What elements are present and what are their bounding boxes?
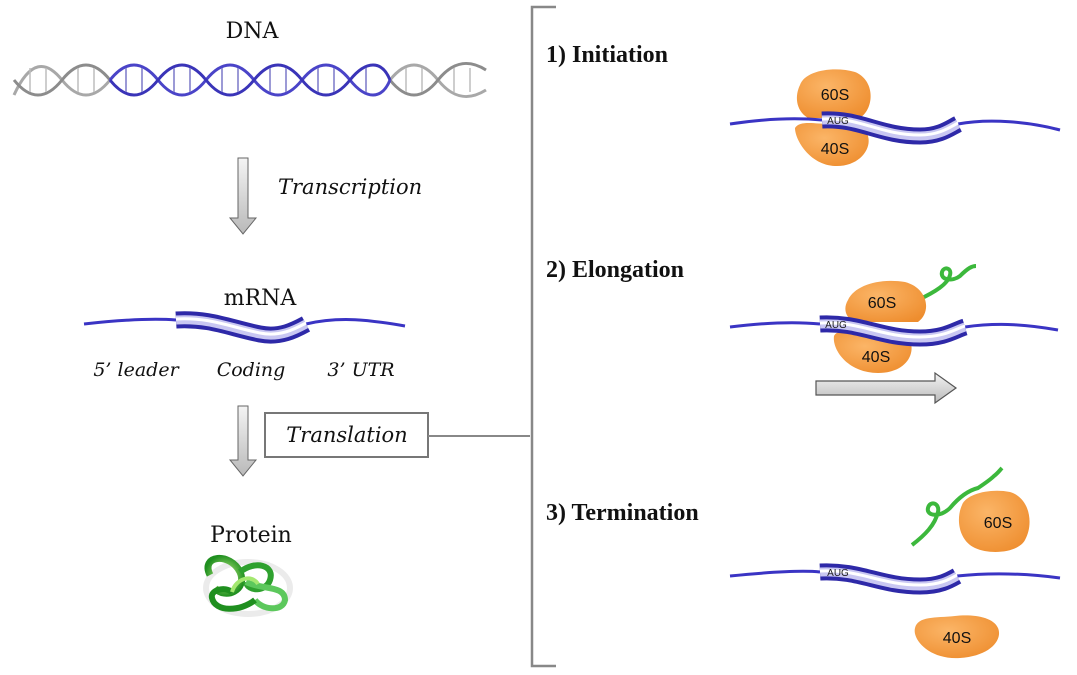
released-peptide	[910, 466, 1004, 547]
direction-arrow-icon	[815, 371, 958, 405]
ribosome-40s-shape	[914, 615, 1000, 659]
ribosome-60s-shape	[958, 490, 1030, 552]
translation-box	[264, 412, 429, 458]
transcription-arrow-icon	[228, 157, 258, 235]
ribosome-40s-shape	[795, 123, 869, 167]
elongation-60s-label: 60S	[868, 295, 896, 312]
protein-label: Protein	[210, 523, 292, 548]
dna-helix-icon	[12, 61, 487, 99]
initiation-codon-label: AUG	[827, 116, 849, 127]
initiation-60s-label: 60S	[821, 87, 849, 104]
elongation-title: 2) Elongation	[546, 257, 684, 283]
steps-bracket	[530, 5, 556, 668]
termination-codon-label: AUG	[827, 568, 849, 579]
initiation-complex	[729, 69, 1061, 167]
mrna-strand	[83, 311, 406, 344]
nascent-peptide	[917, 264, 977, 302]
coding-label: Coding	[217, 359, 286, 381]
termination-40s-label: 40S	[943, 630, 971, 647]
termination-title: 3) Termination	[546, 500, 699, 526]
translation-arrow-icon	[228, 405, 258, 477]
initiation-title: 1) Initiation	[546, 42, 668, 68]
elongation-40s-label: 40S	[862, 349, 890, 366]
elongation-complex	[729, 264, 1059, 405]
termination-60s-label: 60S	[984, 515, 1012, 532]
ribosome-60s-shape	[845, 280, 927, 322]
mrna-label: mRNA	[224, 286, 298, 311]
translation-label: Translation	[286, 423, 407, 447]
protein-ribbon-icon	[203, 554, 293, 617]
dna-label: DNA	[226, 19, 280, 44]
elongation-codon-label: AUG	[825, 320, 847, 331]
initiation-40s-label: 40S	[821, 141, 849, 158]
termination-complex	[729, 466, 1061, 659]
ribosome-60s-shape	[796, 69, 871, 118]
transcription-label: Transcription	[278, 175, 422, 199]
leader-label: 5’ leader	[93, 359, 180, 381]
utr-label: 3’ UTR	[327, 359, 394, 381]
